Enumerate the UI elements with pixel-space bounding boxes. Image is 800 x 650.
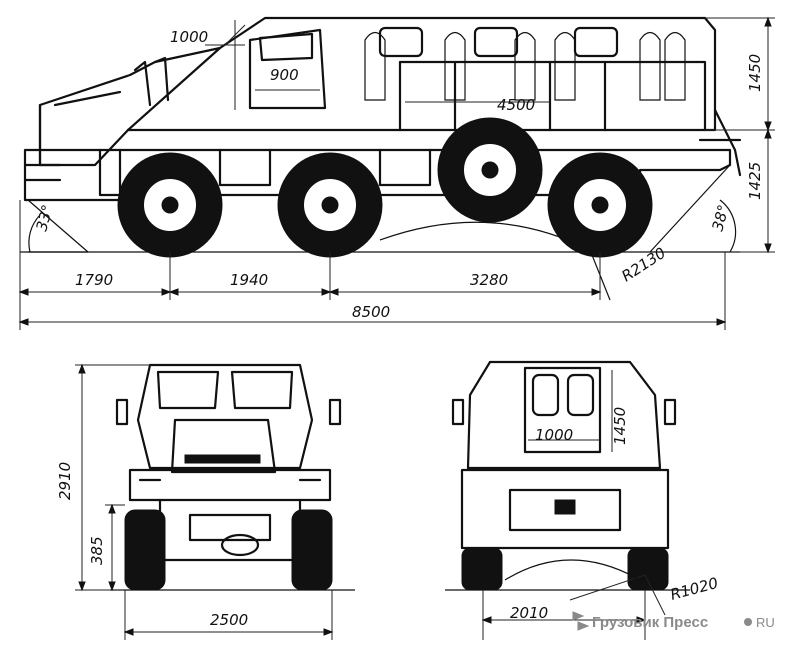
label-overall-width: 2500 bbox=[210, 611, 248, 629]
compartment-panels bbox=[398, 60, 707, 132]
approach-angle-arc bbox=[28, 214, 41, 253]
watermark-dot-icon bbox=[744, 618, 752, 626]
front-hood bbox=[170, 418, 277, 474]
front-tyre-left bbox=[124, 509, 166, 591]
label-wheelbase-1: 1940 bbox=[230, 271, 268, 289]
length-dim-lines bbox=[19, 200, 726, 330]
label-floor-height: 1425 bbox=[746, 162, 764, 200]
hood-handles bbox=[133, 56, 170, 107]
rear-tyre-left bbox=[461, 547, 503, 591]
rear-window-left bbox=[531, 373, 560, 417]
watermark-logo-icon bbox=[572, 611, 590, 631]
front-height-dim-arrows bbox=[78, 363, 116, 592]
watermark: Грузовик Пресс RU bbox=[572, 611, 775, 631]
hood-detail bbox=[38, 90, 122, 167]
chassis-boxes bbox=[218, 148, 432, 187]
hood-outline bbox=[38, 46, 222, 167]
rear-track-dim-arrows bbox=[481, 616, 647, 624]
front-cab bbox=[136, 363, 314, 470]
seat-silhouettes bbox=[364, 31, 686, 101]
label-rear-door-height: 1450 bbox=[611, 407, 629, 445]
side-window-1 bbox=[378, 26, 424, 58]
label-front-overhang: 1790 bbox=[75, 271, 113, 289]
height-dim-arrows bbox=[764, 16, 772, 254]
rear-lower-frame bbox=[460, 468, 670, 550]
side-door bbox=[248, 28, 327, 110]
front-mirror-left bbox=[115, 398, 129, 426]
label-body-height: 1450 bbox=[746, 54, 764, 92]
rear-track-dim-lines bbox=[482, 574, 666, 640]
approach-angle-lines bbox=[27, 199, 89, 253]
rear-door-frame bbox=[523, 366, 602, 454]
height-dim-lines bbox=[705, 17, 775, 253]
label-overall-height: 2910 bbox=[56, 462, 74, 500]
front-diff bbox=[220, 533, 260, 557]
rear-tyre-right bbox=[627, 547, 669, 591]
side-window-2 bbox=[473, 26, 519, 58]
front-width-dim-arrows bbox=[123, 628, 334, 636]
front-height-dim-lines bbox=[75, 364, 150, 591]
side-hub-cap-4 bbox=[591, 196, 609, 214]
label-overall-length: 8500 bbox=[352, 303, 390, 321]
front-windshield bbox=[156, 370, 294, 410]
label-ground-clearance: 385 bbox=[88, 536, 106, 565]
rear-tow-hitch bbox=[554, 499, 576, 515]
label-compartment-length: 4500 bbox=[497, 96, 535, 114]
side-view: 1000 900 4500 1450 1425 33° 38° 1790 194… bbox=[18, 16, 775, 330]
label-wheelbase-2: 3280 bbox=[470, 271, 508, 289]
departure-angle-arc bbox=[719, 199, 737, 253]
departure-angle-line bbox=[649, 164, 731, 253]
front-bumper-view bbox=[128, 468, 332, 502]
front-axle-frame bbox=[158, 498, 302, 562]
label-rear-door-width: 1000 bbox=[535, 426, 573, 444]
rear-view: 1000 1450 2010 R1020 bbox=[445, 360, 720, 640]
turn-radius-arc bbox=[379, 221, 611, 301]
rear-turn-arc bbox=[504, 559, 641, 581]
label-roof-door-width: 1000 bbox=[170, 28, 208, 46]
side-hub-cap-1 bbox=[161, 196, 179, 214]
watermark-domain: RU bbox=[756, 615, 775, 630]
rear-window-right bbox=[566, 373, 595, 417]
front-mirror-right bbox=[328, 398, 342, 426]
watermark-brand: Грузовик Пресс bbox=[592, 614, 708, 631]
side-hub-cap-2 bbox=[321, 196, 339, 214]
rear-body bbox=[466, 360, 662, 470]
side-hub-cap-3 bbox=[481, 161, 499, 179]
crew-body-outline bbox=[126, 16, 717, 132]
length-dim-arrows bbox=[18, 288, 727, 326]
front-grille bbox=[184, 454, 261, 464]
side-door-window bbox=[258, 32, 314, 62]
label-turn-radius-rear: R1020 bbox=[668, 574, 720, 604]
label-departure-angle: 38° bbox=[708, 203, 732, 233]
front-view: 2910 385 2500 bbox=[56, 363, 355, 640]
label-track-width: 2010 bbox=[510, 604, 548, 622]
label-door-height: 900 bbox=[270, 66, 299, 84]
side-window-3 bbox=[573, 26, 619, 58]
rear-mirror-left bbox=[451, 398, 465, 426]
rear-mirror-right bbox=[663, 398, 677, 426]
front-tyre-right bbox=[291, 509, 333, 591]
rear-tow bbox=[698, 108, 742, 177]
